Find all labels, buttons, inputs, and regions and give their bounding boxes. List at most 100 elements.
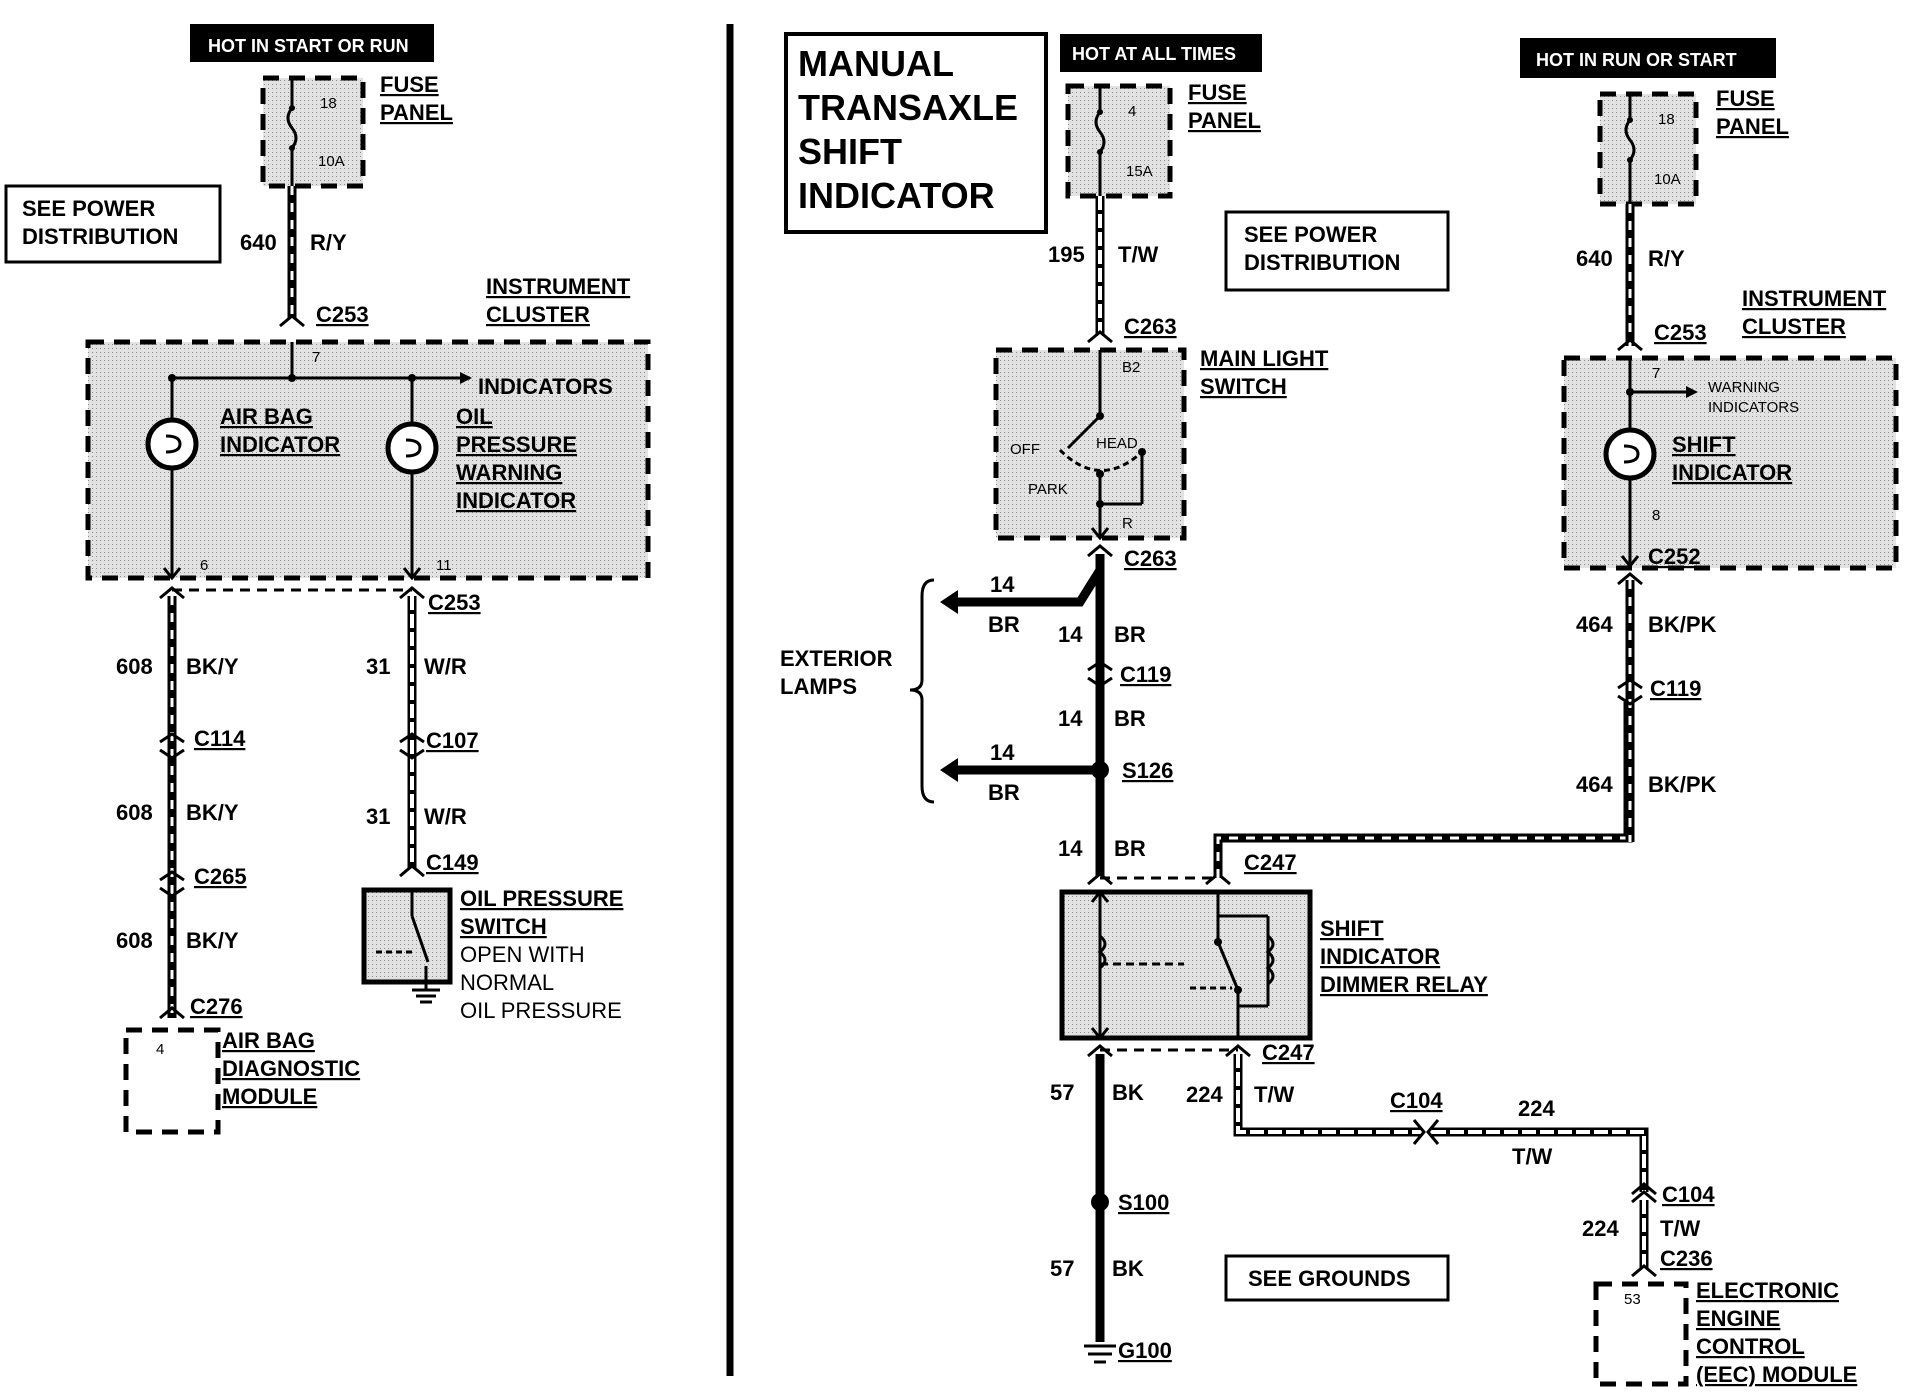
eec-label4: (EEC) MODULE [1696, 1362, 1857, 1387]
pin-6: 6 [200, 557, 208, 574]
right-diagram: MANUAL TRANSAXLE SHIFT INDICATOR HOT AT … [780, 32, 1899, 1387]
splice-s100-label: S100 [1118, 1190, 1169, 1215]
see-grounds-text: SEE GROUNDS [1248, 1266, 1411, 1291]
wire-number-31b: 31 [366, 804, 390, 829]
connector-c149: C149 [426, 850, 479, 875]
connector-c119-left: C119 [1120, 662, 1171, 687]
wire-color-tw-195: T/W [1118, 242, 1159, 267]
hot-tag-all-times [1060, 34, 1262, 72]
connector-c104-inline [1412, 1119, 1440, 1145]
hot-tag-start-run [190, 24, 434, 62]
title-line2: TRANSAXLE [798, 87, 1018, 128]
splice-s126-label: S126 [1122, 758, 1173, 783]
ground-g100-icon [1084, 1344, 1116, 1364]
fuse-amperage: 10A [318, 153, 345, 170]
see-power-distribution-box-right [1224, 210, 1450, 292]
connector-c265-symbol [159, 870, 185, 898]
pin-r: R [1122, 515, 1133, 532]
hot-tag-text: HOT IN START OR RUN [208, 36, 409, 56]
air-bag-lamp-icon [145, 417, 199, 471]
air-bag-indicator-label1: AIR BAG [220, 404, 313, 429]
ground-g100-label: G100 [1118, 1338, 1172, 1363]
connector-c119-symbol [1087, 660, 1113, 688]
oil-label: OIL [456, 404, 493, 429]
instrument-label-right: INSTRUMENT [1742, 286, 1887, 311]
fuse-label: FUSE [380, 72, 439, 97]
fuse-symbol [286, 80, 298, 186]
wire-224-tw [1233, 1054, 1649, 1192]
wire-number-57b: 57 [1050, 1256, 1074, 1281]
wire-number-224a: 224 [1186, 1082, 1223, 1107]
dimmer-relay-label1: SHIFT [1320, 916, 1384, 941]
abdm-label1: AIR BAG [222, 1028, 315, 1053]
pin-8: 8 [1652, 507, 1660, 524]
fuse-b-number: 18 [1658, 111, 1675, 128]
distribution-text: DISTRIBUTION [22, 224, 178, 249]
warning-indicators-label2: INDICATORS [1708, 399, 1799, 416]
wire-color-br-d: BR [988, 780, 1020, 805]
warning-label: WARNING [456, 460, 562, 485]
fuse-panel-b-box [1597, 91, 1699, 207]
connector-c104-b: C104 [1662, 1182, 1715, 1207]
wire-number-14b: 14 [1058, 622, 1083, 647]
eec-label3: CONTROL [1696, 1334, 1805, 1359]
indicators-text: INDICATORS [478, 374, 613, 399]
wire-color-bky-a: BK/Y [186, 654, 239, 679]
wire-number-640-right: 640 [1576, 246, 1613, 271]
wire-number-224c: 224 [1582, 1216, 1619, 1241]
connector-c263-top: C263 [1124, 314, 1177, 339]
fuse-panel-a-box [1065, 83, 1173, 199]
oil-pressure-switch-label2: SWITCH [460, 914, 547, 939]
connector-c107-symbol [399, 732, 425, 760]
wire-number-14e: 14 [1058, 836, 1083, 861]
warning-indicators-label1: WARNING [1708, 379, 1780, 396]
connector-c119-right-symbol [1617, 678, 1643, 706]
wire-color-tw-224b: T/W [1512, 1144, 1553, 1169]
eec-label2: ENGINE [1696, 1306, 1780, 1331]
oil-pressure-switch-note1: OPEN WITH [460, 942, 585, 967]
wire-color-wr-a: W/R [424, 654, 467, 679]
fuse-a-panel-label: PANEL [1188, 108, 1261, 133]
abdm-label2: DIAGNOSTIC [222, 1056, 360, 1081]
connector-c263-bottom: C263 [1124, 546, 1177, 571]
instrument-label: INSTRUMENT [486, 274, 631, 299]
wire-number-14c: 14 [1058, 706, 1083, 731]
wire-number-14d: 14 [990, 740, 1015, 765]
air-bag-diagnostic-module-box [123, 1027, 221, 1135]
connector-c252: C252 [1648, 544, 1701, 569]
connector-c276: C276 [190, 994, 243, 1019]
wire-color-br-a: BR [988, 612, 1020, 637]
connector-c247-top: C247 [1244, 850, 1297, 875]
wire-color-bkpk-a: BK/PK [1648, 612, 1717, 637]
title-box [784, 32, 1048, 234]
connector-c253-right: C253 [1654, 320, 1707, 345]
cluster-label: CLUSTER [486, 302, 590, 327]
connector-c253-bottom: C253 [428, 590, 481, 615]
main-light-switch-box [993, 347, 1187, 541]
wire-number-464b: 464 [1576, 772, 1613, 797]
fuse-b-amperage: 10A [1654, 171, 1681, 188]
wire-color-bk-a: BK [1112, 1080, 1144, 1105]
cluster-label-right: CLUSTER [1742, 314, 1846, 339]
wire-number-608c: 608 [116, 928, 153, 953]
hot-tag-run-start-text: HOT IN RUN OR START [1536, 50, 1737, 70]
exterior-lamps-bracket [909, 578, 935, 804]
fuse-panel-box [260, 75, 366, 189]
pin-53: 53 [1624, 1291, 1641, 1308]
wire-number-195: 195 [1048, 242, 1085, 267]
connector-c104-b-symbol [1631, 1182, 1657, 1204]
pin-7-right: 7 [1652, 365, 1660, 382]
wire-color-bky-c: BK/Y [186, 928, 239, 953]
pin-4: 4 [156, 1041, 164, 1058]
oil-pressure-switch-note2: NORMAL [460, 970, 554, 995]
connector-c247-bottom: C247 [1262, 1040, 1315, 1065]
wire-color-ry-right: R/Y [1648, 246, 1685, 271]
wire-color-bk-b: BK [1112, 1256, 1144, 1281]
connector-c104-a: C104 [1390, 1088, 1443, 1113]
wire-number-608a: 608 [116, 654, 153, 679]
see-grounds-box [1224, 1254, 1450, 1302]
fuse-number: 18 [320, 95, 337, 112]
wire-color-br-b: BR [1114, 622, 1146, 647]
